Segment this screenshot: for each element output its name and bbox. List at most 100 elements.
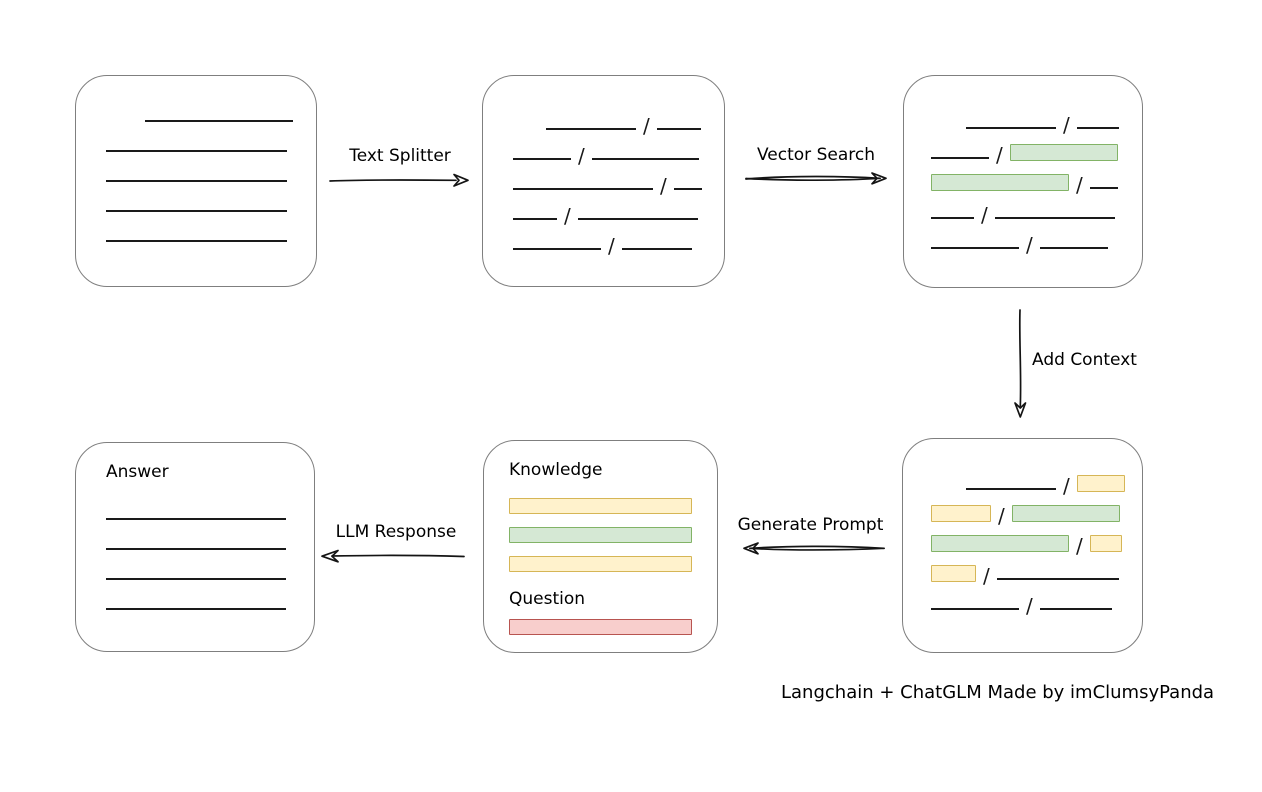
text-line (673, 188, 702, 190)
answer-label: Answer (106, 462, 169, 482)
generate-prompt-arrow (743, 542, 885, 555)
chunk-lines: ///// (483, 76, 724, 256)
matched-chunk-lines: ///// (904, 76, 1142, 255)
text-line (106, 608, 286, 610)
text-line (1089, 187, 1118, 189)
add-context-label: Add Context (1032, 350, 1137, 370)
text-line (931, 157, 989, 159)
slash-separator: / (1026, 233, 1033, 257)
text-line (106, 578, 286, 580)
yellow-bar (509, 556, 692, 572)
text-line (591, 158, 699, 160)
text-line (106, 548, 286, 550)
source-document-box (75, 75, 317, 287)
text-line (1039, 608, 1112, 610)
text-line (106, 150, 287, 152)
text-line (966, 488, 1056, 490)
text-line (513, 218, 557, 220)
text-line (1076, 127, 1119, 129)
prompt-content: Knowledge Question (484, 441, 717, 635)
text-line (931, 608, 1019, 610)
question-label: Question (509, 589, 586, 609)
text-line (656, 128, 701, 130)
text-line (1039, 247, 1108, 249)
slash-separator: / (608, 234, 615, 258)
chunk-row: / (931, 105, 1142, 135)
chunk-row: / (931, 556, 1142, 586)
text-line (931, 217, 974, 219)
text-line (106, 240, 287, 242)
text-line (621, 248, 692, 250)
text-line (996, 578, 1119, 580)
document-lines (76, 76, 316, 248)
chunk-row (106, 586, 314, 616)
knowledge-label: Knowledge (509, 460, 603, 480)
text-line (513, 158, 571, 160)
chunk-row: / (513, 136, 724, 166)
yellow-highlight-chunk (1089, 535, 1122, 552)
slash-separator: / (660, 174, 667, 198)
chunk-row: / (513, 106, 724, 136)
knowledge-bars (509, 498, 717, 572)
chunk-row: / (931, 225, 1142, 255)
chunk-row (106, 556, 314, 586)
slash-separator: / (1076, 173, 1083, 197)
slash-separator: / (643, 114, 650, 138)
text-line (513, 248, 601, 250)
green-highlight-chunk (1011, 505, 1120, 522)
chunk-row: / (931, 526, 1142, 556)
chunk-row: / (931, 586, 1142, 616)
slash-separator: / (1063, 474, 1070, 498)
chunk-row: / (513, 196, 724, 226)
green-highlight-chunk (1009, 144, 1118, 161)
yellow-highlight-chunk (931, 505, 991, 522)
slash-separator: / (1063, 113, 1070, 137)
slash-separator: / (1076, 534, 1083, 558)
llm-response-label: LLM Response (335, 522, 457, 542)
chunk-row: / (931, 195, 1142, 225)
llm-response-arrow (321, 549, 465, 563)
split-chunks-box: ///// (482, 75, 725, 287)
chunk-row (106, 496, 314, 526)
text-line (106, 518, 286, 520)
yellow-bar (509, 498, 692, 514)
text-line (994, 217, 1115, 219)
slash-separator: / (981, 203, 988, 227)
vector-search-arrow (745, 172, 887, 185)
text-line (106, 180, 287, 182)
green-highlight-chunk (931, 174, 1069, 191)
vector-matched-chunks-box: ///// (903, 75, 1143, 288)
prompt-box: Knowledge Question (483, 440, 718, 653)
chunk-row (106, 158, 316, 188)
chunk-row (106, 188, 316, 218)
slash-separator: / (1026, 594, 1033, 618)
answer-content: Answer (76, 443, 314, 616)
generate-prompt-label: Generate Prompt (737, 515, 884, 535)
slash-separator: / (998, 504, 1005, 528)
text-line (577, 218, 698, 220)
chunk-row: / (931, 135, 1142, 165)
slash-separator: / (578, 144, 585, 168)
chunk-row: / (513, 166, 724, 196)
context-chunk-lines: / / / / / (903, 439, 1142, 616)
chunk-row: / (931, 466, 1142, 496)
vector-search-label: Vector Search (757, 145, 875, 165)
text-line (513, 188, 653, 190)
diagram-caption: Langchain + ChatGLM Made by imClumsyPand… (781, 682, 1215, 703)
yellow-highlight-chunk (931, 565, 976, 582)
chunk-row: / (513, 226, 724, 256)
green-highlight-chunk (931, 535, 1069, 552)
text-line (931, 247, 1019, 249)
chunk-row: / (931, 496, 1142, 526)
text-line (546, 128, 636, 130)
slash-separator: / (983, 564, 990, 588)
text-line (106, 210, 287, 212)
text-splitter-label: Text Splitter (349, 146, 451, 166)
question-bars (509, 619, 717, 635)
text-splitter-arrow (329, 173, 469, 187)
text-line (145, 120, 293, 122)
chunk-row (106, 128, 316, 158)
red-bar (509, 619, 692, 635)
chunk-row: / (931, 165, 1142, 195)
